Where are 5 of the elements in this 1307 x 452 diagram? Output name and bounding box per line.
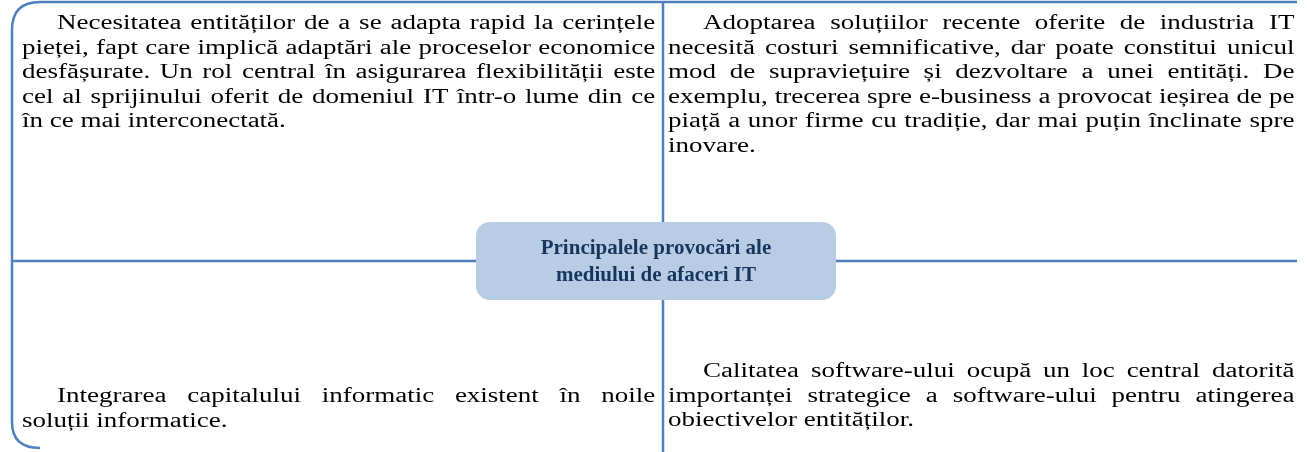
quadrant-text: Adoptarea soluțiilor recente oferite de industria IT necesită costuri semnificative, dar poate constitui unicul mod de supraviețuire și dezvoltare a unei entități. De exemplu, trecerea spre e-business a provocat ieșirea de pe piață a unor firme cu tradiție, dar mai puțin înclinate spre inovare. [668, 10, 1295, 157]
quadrant-text: Necesitatea entităților de a se adapta rapid la cerințele pieței, fapt care implică adaptări ale proceselor economice desfășurate. Un rol central în asigurarea flexibilității este cel al sprijinului oferit de domeniul IT într-o lume din ce în ce mai interconectată. [22, 10, 656, 133]
quadrant-text: Integrarea capitalului informatic existent în noile soluții informatice. [22, 383, 656, 432]
quadrant-text: Calitatea software-ului ocupă un loc central datorită importanței strategice a software-ului pentru atingerea obiectivelor entităților. [668, 358, 1295, 432]
title-box: Principalele provocări ale mediului de afaceri IT [476, 222, 836, 300]
